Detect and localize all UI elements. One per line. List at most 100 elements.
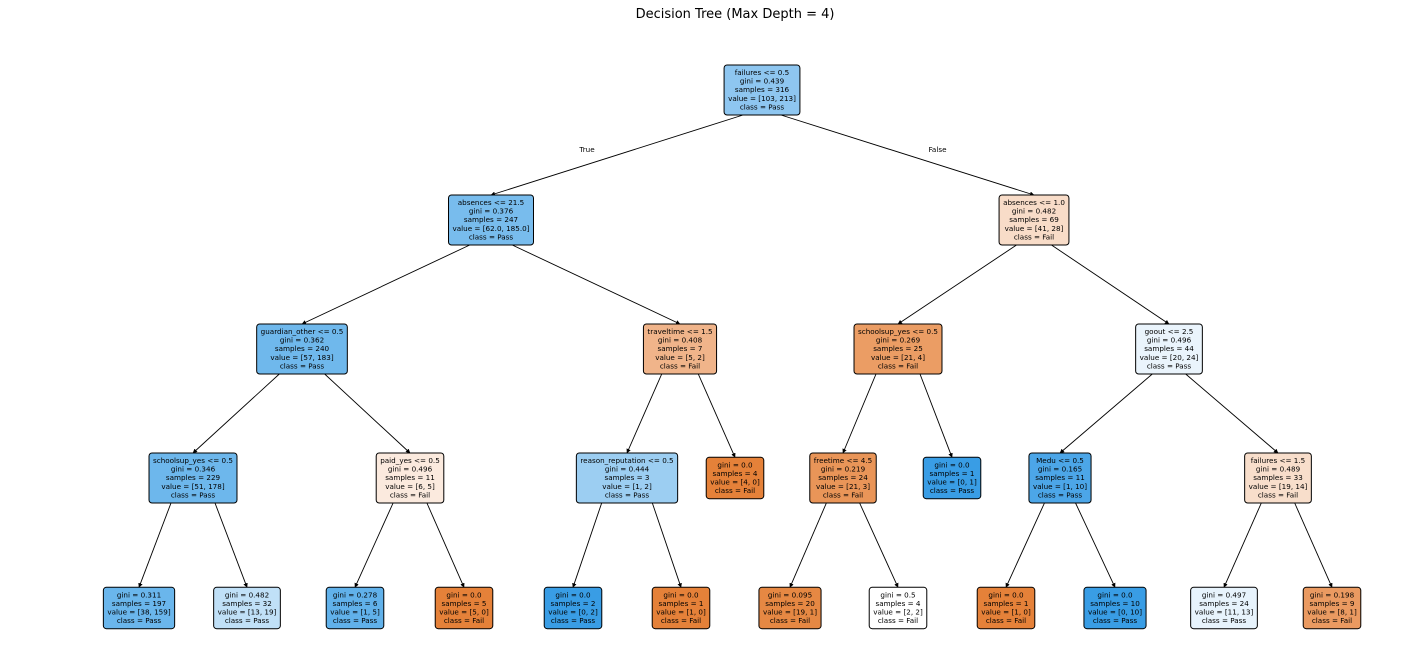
edge-arrow	[626, 373, 663, 454]
node-text-line: samples = 25	[873, 344, 923, 353]
node-text-line: samples = 11	[385, 473, 435, 482]
node-text-line: class = Fail	[390, 490, 430, 499]
node-text-line: samples = 3	[604, 473, 649, 482]
diagram-title: Decision Tree (Max Depth = 4)	[635, 7, 835, 22]
node-text-line: goout <= 2.5	[1145, 327, 1194, 336]
node-text-line: samples = 33	[1253, 473, 1303, 482]
node-text-line: gini = 0.0	[663, 590, 699, 599]
node-box	[1135, 323, 1203, 375]
node-text-line: freetime <= 4.5	[814, 456, 872, 465]
edge-arrow	[859, 502, 899, 588]
edge-arrow	[789, 502, 827, 588]
node-box	[651, 586, 711, 630]
node-box	[448, 194, 534, 246]
edge-arrow	[919, 373, 953, 458]
node-text-line: samples = 24	[1199, 599, 1249, 608]
node-text-line: failures <= 1.5	[1251, 456, 1306, 465]
node-text-line: gini = 0.482	[1012, 207, 1056, 216]
node-box	[1302, 586, 1362, 630]
node-text-line: samples = 197	[112, 599, 166, 608]
node-text-line: class = Pass	[1038, 490, 1083, 499]
node-text-line: absences <= 1.0	[1003, 198, 1065, 207]
node-text-line: class = Pass	[1202, 616, 1247, 625]
node-text-line: samples = 9	[1309, 599, 1354, 608]
node-text-line: Medu <= 0.5	[1036, 456, 1084, 465]
node-text-line: value = [6, 5]	[385, 482, 435, 491]
node-text-line: gini = 0.346	[171, 465, 216, 474]
node-text-line: value = [57, 183]	[270, 353, 333, 362]
node-text-line: samples = 4	[875, 599, 920, 608]
edge-arrow	[842, 373, 877, 454]
node-text-line: class = Fail	[715, 486, 755, 495]
node-box	[1244, 452, 1312, 504]
node-text-line: value = [1, 0]	[656, 608, 706, 617]
node-box	[723, 64, 801, 116]
node-box	[434, 586, 494, 630]
edge-arrow	[1051, 244, 1170, 325]
node-text-line: gini = 0.095	[768, 590, 812, 599]
node-text-line: gini = 0.376	[469, 207, 514, 216]
node-box	[256, 323, 348, 375]
node-text-line: value = [62.0, 185.0]	[453, 224, 530, 233]
node-text-line: samples = 20	[765, 599, 815, 608]
node-text-line: value = [13, 19]	[218, 608, 277, 617]
edge-arrow	[1005, 502, 1045, 588]
node-text-line: class = Pass	[740, 102, 785, 111]
node-text-line: class = Fail	[770, 616, 810, 625]
node-text-line: value = [19, 14]	[1249, 482, 1308, 491]
node-text-line: gini = 0.362	[280, 336, 324, 345]
edge-arrow	[138, 502, 172, 588]
node-text-line: class = Pass	[551, 616, 596, 625]
edge-arrow	[1294, 502, 1333, 588]
edge-arrow	[897, 244, 1017, 325]
edge-arrow	[512, 244, 681, 325]
node-text-line: gini = 0.311	[117, 590, 161, 599]
edge-arrow	[651, 502, 682, 588]
node-text-line: value = [21, 4]	[871, 353, 925, 362]
node-text-line: traveltime <= 1.5	[647, 327, 712, 336]
node-text-line: class = Pass	[469, 232, 514, 241]
node-box	[325, 586, 385, 630]
node-text-line: schoolsup_yes <= 0.5	[858, 327, 938, 336]
edge-arrow	[214, 502, 248, 588]
node-text-line: value = [5, 2]	[655, 353, 705, 362]
node-box	[642, 323, 718, 375]
node-text-line: gini = 0.497	[1202, 590, 1246, 599]
node-text-line: gini = 0.482	[225, 590, 269, 599]
node-text-line: value = [4, 0]	[710, 478, 760, 487]
node-box	[1083, 586, 1147, 630]
node-text-line: class = Pass	[280, 361, 325, 370]
node-text-line: gini = 0.0	[446, 590, 482, 599]
node-text-line: gini = 0.496	[388, 465, 433, 474]
node-box	[853, 323, 943, 375]
node-text-line: failures <= 0.5	[735, 68, 790, 77]
node-box	[868, 586, 928, 630]
node-text-line: gini = 0.439	[740, 77, 785, 86]
node-text-line: gini = 0.444	[605, 465, 650, 474]
node-text-line: samples = 10	[1090, 599, 1140, 608]
node-text-line: samples = 240	[275, 344, 330, 353]
node-text-line: guardian_other <= 0.5	[261, 327, 344, 336]
node-text-line: gini = 0.0	[1097, 590, 1133, 599]
node-text-line: samples = 5	[441, 599, 486, 608]
node-text-line: absences <= 21.5	[458, 198, 524, 207]
node-text-line: class = Fail	[660, 361, 700, 370]
edge-arrow	[426, 502, 465, 588]
node-text-line: class = Fail	[661, 616, 701, 625]
node-text-line: samples = 4	[712, 469, 757, 478]
node-box	[922, 456, 982, 500]
